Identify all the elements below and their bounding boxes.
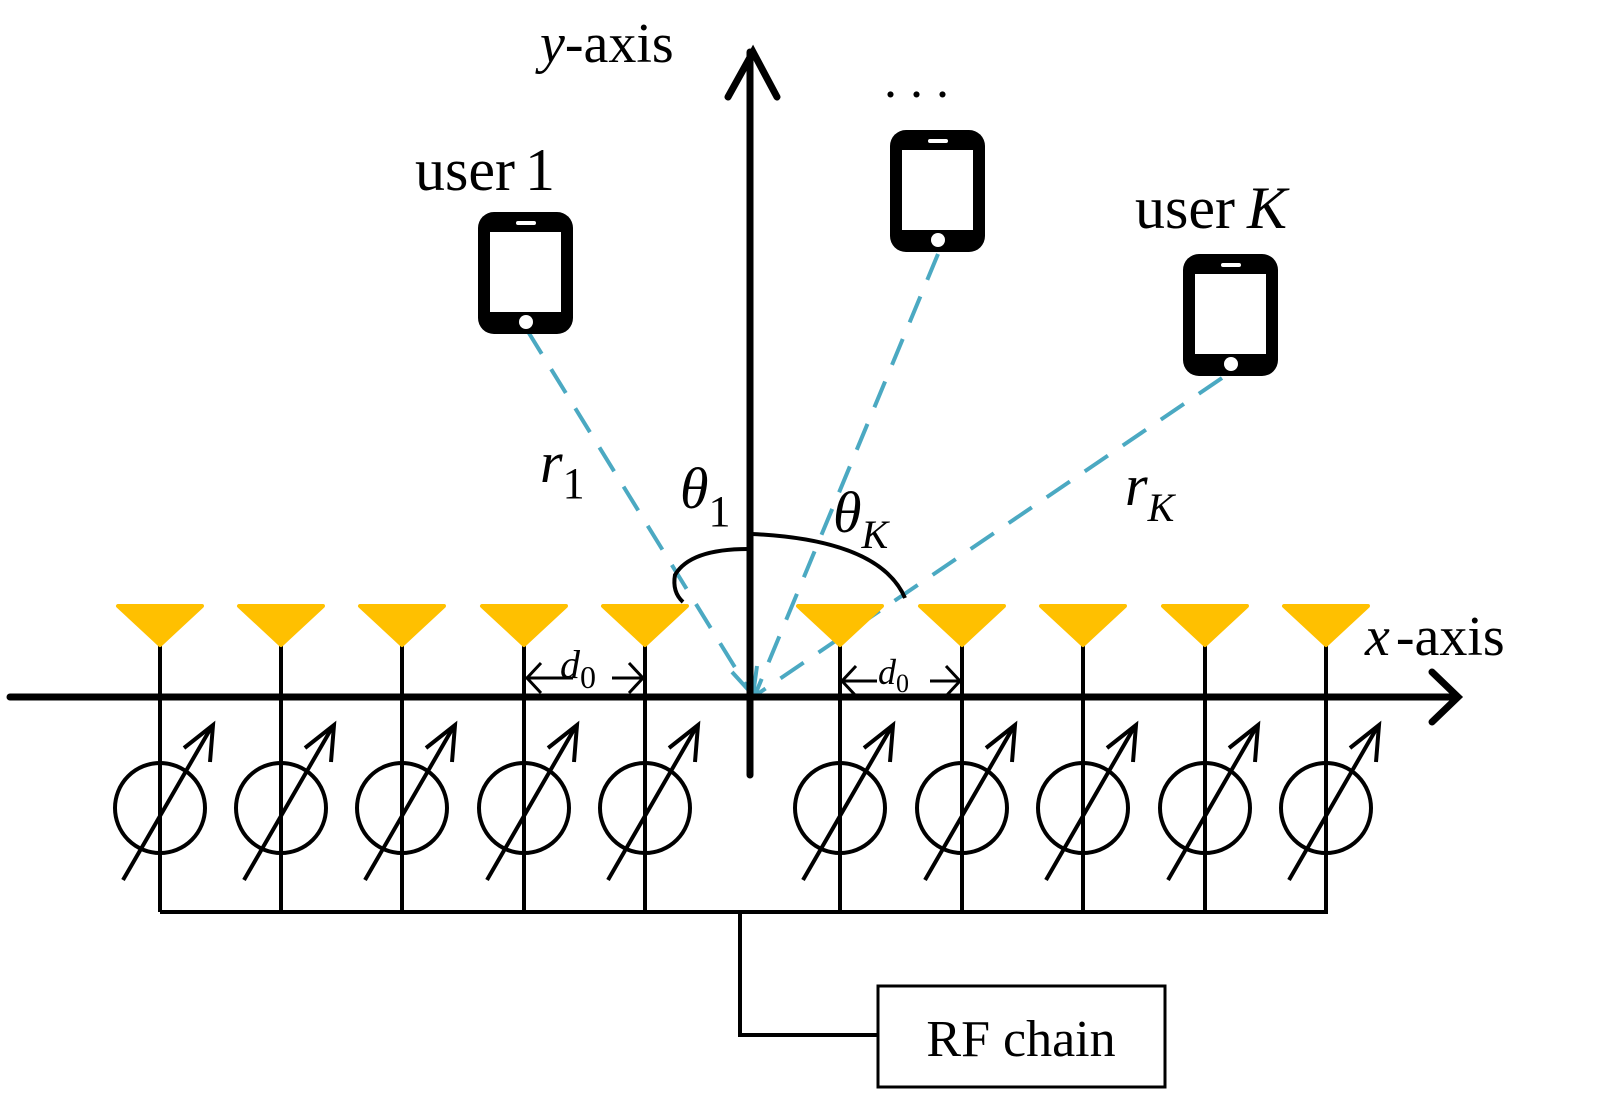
theta1-label: θ1 [680, 456, 731, 536]
antenna-icon [237, 604, 325, 647]
x-axis [6, 668, 1464, 726]
rf-chain-label: RF chain [926, 1011, 1115, 1068]
antenna-element [915, 604, 1018, 912]
y-axis-label: y-axis [535, 13, 674, 75]
phase-shifter-icon [1158, 720, 1261, 882]
spacing-label-left: d0 [560, 642, 596, 695]
antenna-icon [358, 604, 446, 647]
antenna-icon [918, 604, 1006, 647]
users-ellipsis: . . . [884, 52, 949, 109]
antenna-element [1279, 604, 1382, 912]
y-axis [724, 44, 781, 779]
phase-shifter-icon [915, 720, 1018, 882]
phase-shifter-icon [113, 720, 216, 882]
phase-shifter-icon [355, 720, 458, 882]
antenna-icon [480, 604, 568, 647]
phase-shifter-icon [234, 720, 337, 882]
thetaK-label: θK [833, 480, 891, 557]
phase-shifter-icon [598, 720, 701, 882]
antenna-element [477, 604, 580, 912]
phone-icon-user-middle [890, 130, 985, 252]
angle-arc-theta1 [672, 547, 749, 604]
rK-label: rK [1125, 453, 1177, 530]
r1-label: r1 [540, 430, 585, 508]
spacing-label-right: d0 [878, 652, 909, 698]
phase-shifter-icon [793, 720, 896, 882]
angle-arc-thetaK [751, 532, 907, 599]
combiner-bus [160, 910, 1328, 1037]
user-paths [525, 253, 1224, 697]
antenna-array [113, 604, 1382, 912]
phase-shifter-icon [477, 720, 580, 882]
antenna-icon [1039, 604, 1127, 647]
antenna-icon [1282, 604, 1370, 647]
antenna-element [113, 604, 216, 912]
antenna-element [1036, 604, 1139, 912]
phone-icon-userK [1183, 254, 1278, 376]
phase-shifter-icon [1036, 720, 1139, 882]
antenna-icon [601, 604, 689, 647]
antenna-element [598, 604, 701, 912]
path-userK [754, 376, 1224, 697]
x-axis-label: x-axis [1364, 606, 1505, 668]
antenna-icon [1161, 604, 1249, 647]
spacing-marker-left [524, 661, 646, 695]
spacing-marker-right [839, 664, 963, 698]
rf-chain-box: RF chain [876, 984, 1167, 1089]
antenna-element [355, 604, 458, 912]
antenna-element [793, 604, 896, 912]
antenna-element [234, 604, 337, 912]
path-user1 [525, 328, 754, 697]
antenna-icon [116, 604, 204, 647]
antenna-element [1158, 604, 1261, 912]
phase-shifter-icon [1279, 720, 1382, 882]
antenna-icon [796, 604, 884, 647]
path-user-middle [753, 253, 940, 696]
phone-icon-user1 [478, 212, 573, 334]
